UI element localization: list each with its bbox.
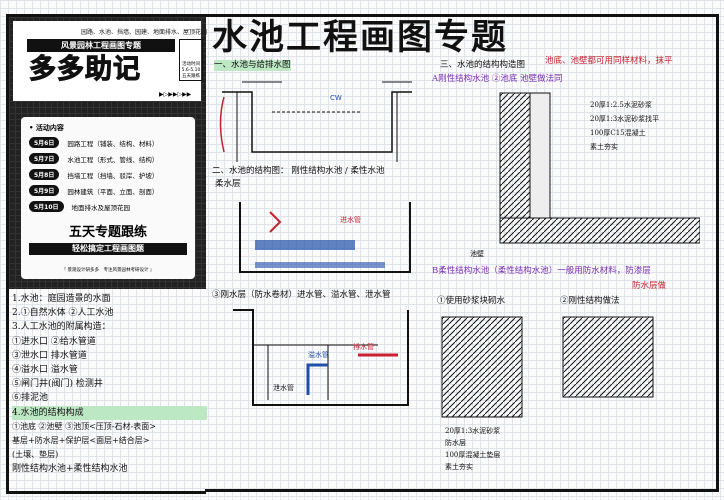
schedule-row: 5月10日地面排水及屋顶花园 xyxy=(29,201,130,212)
schedule-row: 5月8日挡墙工程（挡墙、驳岸、护坡） xyxy=(29,169,158,180)
cw-label: CW xyxy=(330,94,342,102)
label-overflow: 溢水管 xyxy=(308,350,329,359)
section-c-heading: ③刚水层（防水卷材）进水管、溢水管、泄水管 xyxy=(212,290,391,300)
detail-1-section xyxy=(441,316,523,418)
subslogan: 轻松搞定工程画图题 xyxy=(29,243,187,255)
arrows-icon: ▶▷▶▶▷▶▶ xyxy=(159,91,192,98)
label-outlet: 泄水管 xyxy=(273,383,294,392)
rigid-pool-heading: A刚性结构水池 ②池底 池壁做法同 xyxy=(432,74,563,84)
section-2-heading: 二、水池的结构图： 刚性结构水池 / 柔性水池 xyxy=(212,166,385,176)
schedule-row: 5月9日园林建筑（平面、立面、剖面） xyxy=(29,185,158,196)
rigid-pool-section: 池壁 xyxy=(470,92,700,258)
label-drain: 排水管 xyxy=(353,342,374,351)
poster-banner: 风景园林工程画图专题 xyxy=(27,39,175,52)
schedule-row: 5月6日园路工程（铺装、结构、材料） xyxy=(29,137,158,148)
topic-poster: 园路、水池、挡墙、园建、地面排水、屋顶花园 风景园林工程画图专题 多多助记 活动… xyxy=(9,17,207,289)
flexible-pool-heading: B柔性结构水池（柔性结构水池）一般用防水材料，防渗层 xyxy=(432,266,651,276)
detail-2-label: ②刚性结构做法 xyxy=(560,296,620,306)
section-3-heading: 三、水池的结构构造图 xyxy=(440,60,526,70)
poster-tags: 园路、水池、挡墙、园建、地面排水、屋顶花园 xyxy=(81,29,208,36)
label-wall: 池壁 xyxy=(470,249,484,258)
handwritten-notes: 1.水池：庭园造景的水面 2.①自然水体 ②人工水池 3.人工水池的附属构造： … xyxy=(12,292,207,477)
flexible-pool-note: 防水层做 xyxy=(632,281,667,291)
section-2-label: 柔水层 xyxy=(215,179,241,189)
content-frame xyxy=(205,14,719,492)
poster-time: 活动时间 5.6-5.10 五天跟练 xyxy=(179,39,203,81)
label-inlet: 进水管 xyxy=(340,215,361,224)
left-frame xyxy=(6,14,206,494)
detail-1-label: ①使用砂浆块砌水 xyxy=(437,296,506,306)
activity-heading: • 活动内容 xyxy=(29,124,64,132)
section-3-note: 池底、池壁都可用同样材料，抹平 xyxy=(545,56,673,66)
section-1-heading: 一、水池与给排水图 xyxy=(214,60,291,71)
poster-header: 园路、水池、挡墙、园建、地面排水、屋顶花园 风景园林工程画图专题 多多助记 活动… xyxy=(13,21,207,101)
detail-2-section xyxy=(562,316,654,398)
poster-brand: 多多助记 xyxy=(29,54,141,85)
schedule-row: 5月7日水池工程（形式、管线、结构） xyxy=(29,153,158,164)
pool-section-diagram: 进水管 xyxy=(239,202,411,273)
pool-pipe-diagram: 溢水管 排水管 泄水管 xyxy=(233,309,409,406)
poster-footer: 『 景观设计研多多 专注风景园林考研设计 』 xyxy=(61,268,155,273)
pool-plumbing-diagram: CW xyxy=(219,81,412,162)
poster-body: • 活动内容 5月6日园路工程（铺装、结构、材料） 5月7日水池工程（形式、管线… xyxy=(21,117,195,279)
page-title: 水池工程画图专题 xyxy=(212,18,509,58)
slogan: 五天专题跟练 xyxy=(68,225,147,240)
